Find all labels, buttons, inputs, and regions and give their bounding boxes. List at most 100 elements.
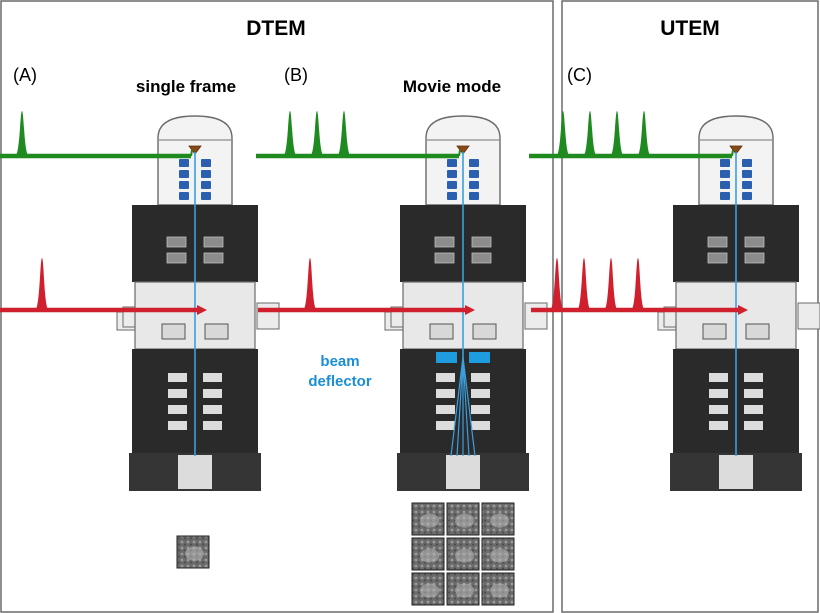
projector-lens-right-c-2 — [744, 405, 763, 414]
projector-lens-left-a-2 — [168, 405, 187, 414]
accelerator-right-c-3 — [742, 192, 752, 200]
side-port-right-a — [256, 302, 280, 330]
condenser-lens-left-c-0 — [707, 236, 728, 248]
condenser-lens-left-a-1 — [166, 252, 187, 264]
red-pulse-c-0 — [550, 258, 564, 310]
green-pulse-b-1 — [310, 111, 324, 156]
accelerator-right-a-1 — [201, 170, 211, 178]
red-laser-arrowhead-b — [465, 305, 475, 315]
green-laser-tip-a — [190, 149, 193, 157]
beam-deflector-left-b — [436, 352, 457, 363]
side-port-right-c — [797, 302, 820, 330]
frame-feature-b-1-1 — [455, 548, 475, 563]
side-port-right-b — [524, 302, 548, 330]
condenser-lens-left-b-0 — [434, 236, 455, 248]
camera-sensor-c — [719, 455, 753, 489]
projector-lens-left-c-3 — [709, 421, 728, 430]
accelerator-left-b-0 — [447, 159, 457, 167]
red-pulse-c-2 — [604, 258, 618, 310]
deflected-beam-b-3 — [462, 356, 470, 457]
frame-feature-b-1-0 — [420, 548, 440, 563]
condenser-lens-right-c-0 — [744, 236, 765, 248]
objective-lens-left-b — [429, 323, 454, 340]
deflected-beam-b-0 — [450, 356, 464, 457]
accelerator-right-c-2 — [742, 181, 752, 189]
accelerator-right-b-1 — [469, 170, 479, 178]
projector-lens-left-b-0 — [436, 373, 455, 382]
projector-lens-left-b-2 — [436, 405, 455, 414]
objective-lens-right-a — [204, 323, 229, 340]
projector-lens-left-b-3 — [436, 421, 455, 430]
frame-feature-a-0-0 — [185, 546, 205, 561]
projector-lens-left-a-0 — [168, 373, 187, 382]
red-pulse-c-3 — [631, 258, 645, 310]
subpanel-b-letter: (B) — [284, 65, 308, 85]
frame-feature-b-0-0 — [420, 513, 440, 528]
accelerator-right-a-0 — [201, 159, 211, 167]
condenser-lens-right-a-0 — [203, 236, 224, 248]
projector-lens-right-c-0 — [744, 373, 763, 382]
projector-lens-right-a-3 — [203, 421, 222, 430]
subpanel-c-letter: (C) — [567, 65, 592, 85]
frame-feature-b-2-1 — [455, 583, 475, 598]
projector-lens-right-c-3 — [744, 421, 763, 430]
accelerator-right-b-0 — [469, 159, 479, 167]
objective-lens-right-c — [745, 323, 770, 340]
green-pulse-c-2 — [610, 111, 624, 156]
condenser-lens-right-a-1 — [203, 252, 224, 264]
accelerator-right-a-3 — [201, 192, 211, 200]
deflected-beam-b-4 — [462, 356, 476, 457]
accelerator-left-c-0 — [720, 159, 730, 167]
subpanel-b-caption: Movie mode — [403, 77, 501, 96]
green-pulse-c-3 — [637, 111, 651, 156]
frame-feature-b-2-0 — [420, 583, 440, 598]
accelerator-right-b-2 — [469, 181, 479, 189]
objective-lens-left-a — [161, 323, 186, 340]
red-laser-arrowhead-a — [197, 305, 207, 315]
camera-sensor-b — [446, 455, 480, 489]
green-pulse-c-1 — [583, 111, 597, 156]
green-pulse-a-0 — [15, 111, 29, 156]
projector-lens-right-b-0 — [471, 373, 490, 382]
accelerator-right-b-3 — [469, 192, 479, 200]
green-laser-tip-b — [458, 149, 461, 157]
accelerator-left-a-0 — [179, 159, 189, 167]
accelerator-right-a-2 — [201, 181, 211, 189]
projector-lens-right-a-0 — [203, 373, 222, 382]
accelerator-left-c-1 — [720, 170, 730, 178]
frame-feature-b-2-2 — [490, 583, 510, 598]
microscope-a — [116, 115, 280, 491]
condenser-lens-right-b-0 — [471, 236, 492, 248]
condenser-lens-left-a-0 — [166, 236, 187, 248]
frame-feature-b-1-2 — [490, 548, 510, 563]
accelerator-left-c-2 — [720, 181, 730, 189]
projector-lens-left-a-3 — [168, 421, 187, 430]
projector-lens-left-c-2 — [709, 405, 728, 414]
green-pulse-b-2 — [337, 111, 351, 156]
accelerator-left-a-1 — [179, 170, 189, 178]
beam-deflector-label-line1: beam — [320, 353, 359, 370]
accelerator-left-b-3 — [447, 192, 457, 200]
green-pulse-c-0 — [556, 111, 570, 156]
microscope-b — [384, 115, 548, 491]
microscope-c — [657, 115, 820, 491]
projector-lens-right-c-1 — [744, 389, 763, 398]
projector-lens-left-b-1 — [436, 389, 455, 398]
accelerator-right-c-0 — [742, 159, 752, 167]
projector-lens-right-b-3 — [471, 421, 490, 430]
condenser-lens-right-c-1 — [744, 252, 765, 264]
projector-lens-right-a-2 — [203, 405, 222, 414]
beam-deflector-label-line2: deflector — [308, 373, 372, 390]
condenser-lens-left-c-1 — [707, 252, 728, 264]
projector-lens-right-b-1 — [471, 389, 490, 398]
frame-feature-b-0-2 — [490, 513, 510, 528]
objective-lens-right-b — [472, 323, 497, 340]
deflected-beam-b-1 — [456, 356, 464, 457]
projector-lens-right-a-1 — [203, 389, 222, 398]
accelerator-left-c-3 — [720, 192, 730, 200]
accelerator-left-a-3 — [179, 192, 189, 200]
projector-lens-left-c-1 — [709, 389, 728, 398]
red-pulse-a-0 — [35, 258, 49, 310]
accelerator-right-c-1 — [742, 170, 752, 178]
accelerator-left-b-1 — [447, 170, 457, 178]
